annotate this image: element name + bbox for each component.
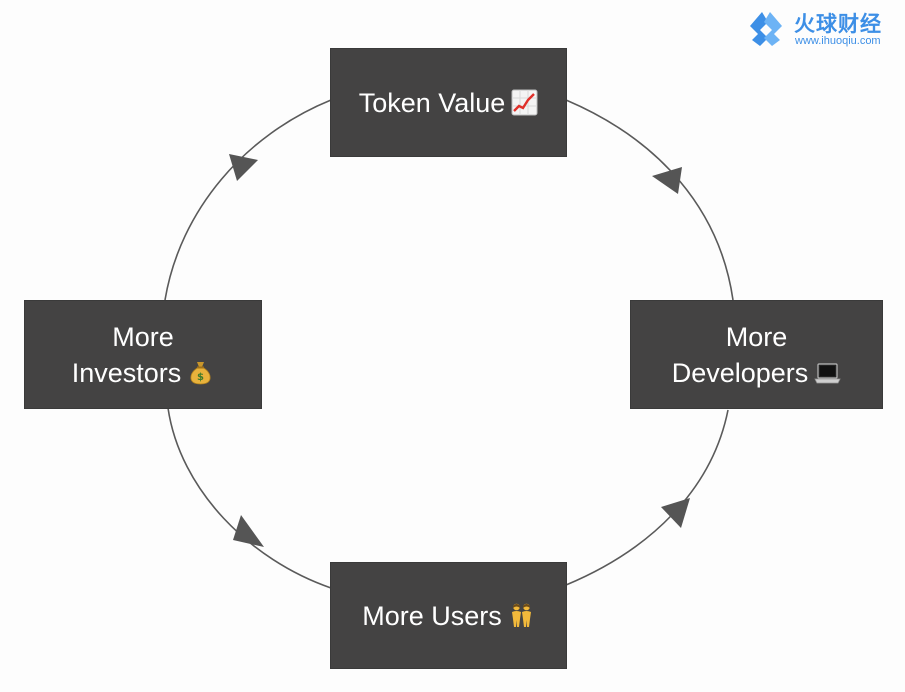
node-more-investors-label-line-1: More: [112, 321, 174, 352]
node-more-developers: More Developers: [631, 301, 882, 408]
watermark-url: www.ihuoqiu.com: [795, 35, 881, 47]
node-more-developers-label-line-1: More: [725, 321, 788, 352]
edge-developers-to-users: [565, 409, 729, 586]
edge-token-to-developers: [565, 99, 734, 301]
arrowhead-to-developers: [652, 167, 682, 194]
node-token-value: Token Value: [331, 49, 566, 156]
laptop-icon: [814, 359, 841, 386]
node-more-developers-label: Developers: [671, 357, 809, 388]
huoqiu-logo-icon: [750, 12, 782, 46]
node-more-investors: More Investors $: [25, 301, 261, 408]
chart-increasing-icon: [511, 89, 538, 116]
node-token-value-label: Token Value: [358, 87, 506, 118]
node-more-users-label-line: More Users: [362, 598, 535, 634]
node-more-users-label: More Users: [362, 600, 502, 631]
node-more-investors-label: Investors: [71, 357, 182, 388]
arrowhead-to-token: [229, 154, 258, 181]
svg-text:$: $: [197, 372, 204, 383]
money-bag-icon: $: [187, 359, 214, 386]
watermark-logo: 火球财经 www.ihuoqiu.com: [746, 8, 898, 50]
node-token-value-label-line: Token Value: [359, 85, 539, 121]
edge-users-to-investors: [167, 407, 332, 589]
arrowhead-to-investors: [233, 515, 264, 547]
edge-investors-to-token: [164, 99, 332, 301]
watermark-name: 火球财经: [794, 12, 882, 36]
people-icon: [508, 602, 535, 629]
node-more-users: More Users: [331, 563, 566, 668]
node-more-developers-label-line-2: Developers: [672, 355, 842, 391]
arrowhead-to-users: [661, 498, 690, 528]
node-more-investors-label-line-2: Investors $: [72, 355, 215, 391]
